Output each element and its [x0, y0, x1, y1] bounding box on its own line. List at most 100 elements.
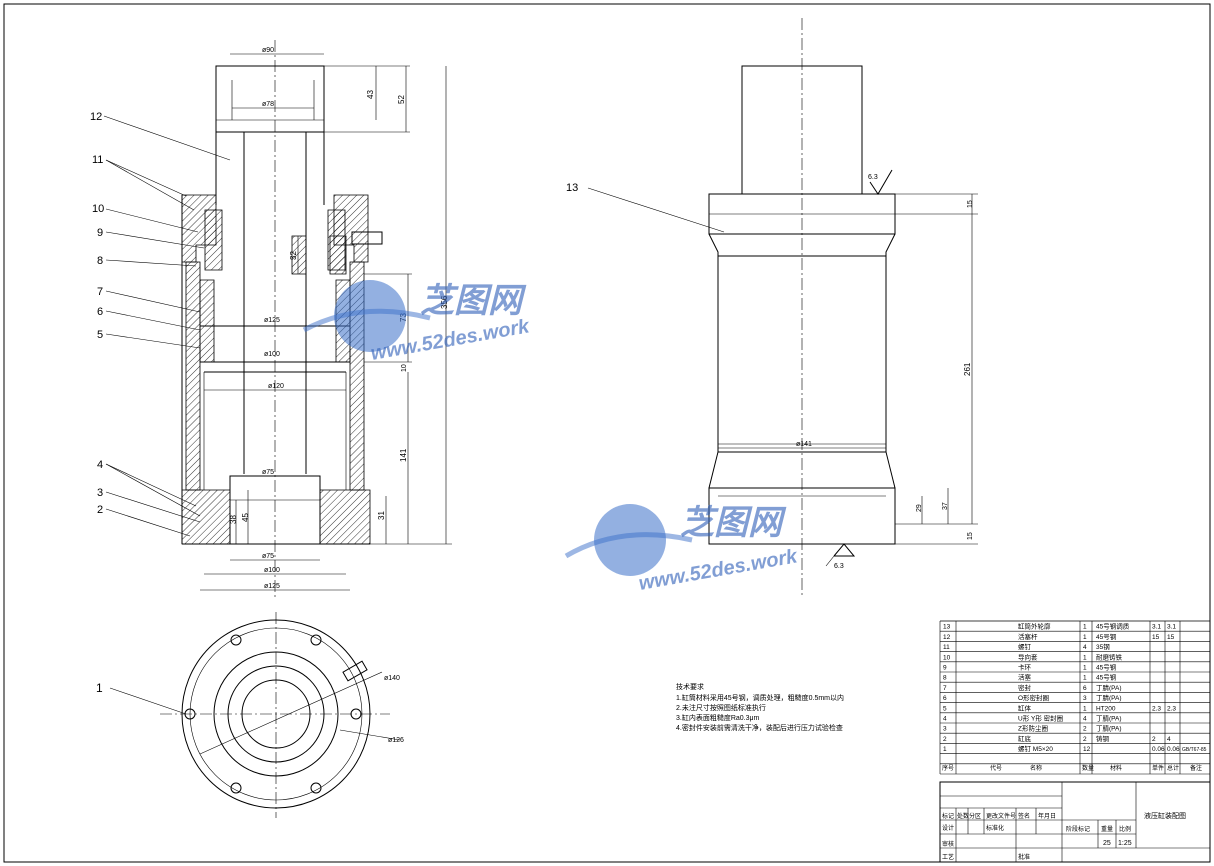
dim-top-id: ø78 — [262, 101, 274, 108]
balloon-6: 6 — [97, 306, 103, 318]
dim-141: 141 — [399, 448, 408, 462]
bom-row-material: 丁腈(PA) — [1096, 683, 1122, 692]
bom-header-cell: 数量 — [1082, 764, 1094, 772]
tb-label-std: 标准化 — [986, 824, 1004, 832]
bom-row-material: 丁腈(PA) — [1096, 724, 1122, 733]
rough-top: 6.3 — [868, 174, 878, 181]
end-view-bottom: ø140 ø126 1 — [96, 612, 404, 818]
dim-15-bottom: 15 — [967, 532, 974, 540]
bom-row-material: 丁腈(PA) — [1096, 693, 1122, 702]
section-view-left: ø90 ø78 43 52 356 32 73 10 141 ø125 ø100… — [90, 40, 452, 600]
bom-header-cell: 代号 — [990, 764, 1002, 772]
bom-row-weight-unit: 0.06 — [1152, 746, 1165, 753]
dim-bore-upper: ø125 — [264, 317, 280, 324]
bom-row-name: O形密封圈 — [1018, 693, 1049, 702]
dim-126: ø126 — [388, 737, 404, 744]
tb-label-process: 工艺 — [942, 853, 954, 861]
bom-row-name: 活塞 — [1018, 673, 1032, 682]
dim-bottom-id2: ø75 — [262, 553, 274, 560]
bom-header-cell: 序号 — [942, 764, 954, 772]
watermark-cn-1: 芝图网 — [420, 282, 527, 320]
watermark-globe-icon — [564, 504, 693, 576]
bom-header-cell: 单件 — [1152, 764, 1164, 772]
dim-140: ø140 — [384, 675, 400, 682]
watermark-globe-icon — [302, 280, 431, 352]
bom-row-name: 导向套 — [1018, 652, 1038, 661]
bom-row-no: 10 — [943, 654, 951, 661]
bom-row-material: 丁腈(PA) — [1096, 714, 1122, 723]
bom-row-name: 螺钉 M5×20 — [1018, 744, 1053, 753]
bom-row-no: 3 — [943, 726, 947, 733]
bom-row-weight-unit: 2 — [1152, 736, 1156, 743]
notes-line-4: 4.密封件安装前需清洗干净，装配后进行压力试验检查 — [676, 723, 843, 732]
watermark-2: 芝图网 www.52des.work — [564, 504, 800, 595]
outline-view-right: 15 261 29 37 15 ø141 6.3 6.3 13 — [566, 18, 978, 596]
bom-row-weight-total: 15 — [1167, 634, 1175, 641]
dim-52: 52 — [397, 95, 406, 104]
bom-header-cell: 备注 — [1190, 764, 1202, 772]
dim-37: 37 — [942, 502, 949, 510]
bom-row-qty: 1 — [1083, 705, 1087, 712]
bom-row-weight-total: 0.06 — [1167, 746, 1180, 753]
bom-row-material: 铸钢 — [1096, 734, 1110, 743]
tb-label-approve: 批准 — [1018, 853, 1030, 861]
bom-row-qty: 12 — [1083, 746, 1091, 753]
bom-row-material: 45号钢调质 — [1096, 622, 1130, 631]
technical-notes: 技术要求 1.缸筒材料采用45号钢，调质处理，粗糙度0.5mm以内 2.未注尺寸… — [676, 682, 844, 732]
bom-row-name: U形 Y形 密封圈 — [1018, 714, 1063, 723]
tb-drawing-name: 液压缸装配图 — [1144, 811, 1186, 820]
bom-row-qty: 1 — [1083, 665, 1087, 672]
bom-row-name: Z形防尘圈 — [1018, 724, 1048, 733]
bom-row-qty: 1 — [1083, 654, 1087, 661]
rough-bottom: 6.3 — [834, 563, 844, 570]
balloon-10: 10 — [92, 203, 104, 215]
bom-row-weight-unit: 2.3 — [1152, 705, 1161, 712]
bom-row-qty: 4 — [1083, 716, 1087, 723]
tb-label-date: 年月日 — [1038, 812, 1056, 820]
balloon-9: 9 — [97, 227, 103, 239]
bom-row-name: 缸体 — [1018, 703, 1032, 712]
notes-line-1: 1.缸筒材料采用45号钢，调质处理，粗糙度0.5mm以内 — [676, 693, 844, 702]
balloon-3: 3 — [97, 487, 103, 499]
tb-label-scale: 比例 — [1119, 825, 1131, 833]
bom-row-qty: 1 — [1083, 624, 1087, 631]
dim-10: 10 — [401, 364, 408, 372]
tb-label-count: 处数 — [957, 812, 969, 820]
bom-row-no: 1 — [943, 746, 947, 753]
dim-15-top: 15 — [967, 200, 974, 208]
bom-header-cell: 总计 — [1167, 764, 1179, 772]
bom-row-weight-unit: 3.1 — [1152, 624, 1161, 631]
dim-45: 45 — [241, 513, 250, 522]
bom-header-cell: 材料 — [1110, 764, 1122, 772]
dim-top-od: ø90 — [262, 47, 274, 54]
bom-row-no: 11 — [943, 644, 950, 651]
tb-label-stage: 阶段标记 — [1066, 825, 1090, 833]
bom-row-name: 活塞杆 — [1018, 632, 1038, 641]
balloon-2: 2 — [97, 504, 103, 516]
dim-dia141: ø141 — [796, 441, 812, 448]
tb-label-mark: 标记 — [942, 812, 954, 820]
bom-row-name: 密封 — [1018, 683, 1032, 692]
bom-row-no: 6 — [943, 695, 947, 702]
bom-row-no: 13 — [943, 624, 951, 631]
balloon-1: 1 — [96, 681, 103, 695]
bom-row-weight-total: 2.3 — [1167, 705, 1176, 712]
balloon-11: 11 — [92, 154, 103, 166]
dim-356: 356 — [440, 295, 449, 309]
bom-row-no: 8 — [943, 675, 947, 682]
bom-row-material: 45号钢 — [1096, 664, 1117, 672]
tb-weight-value: 25 — [1103, 840, 1111, 847]
bom-row-no: 9 — [943, 665, 947, 672]
bom-row-no: 4 — [943, 716, 947, 723]
balloon-4: 4 — [97, 459, 103, 471]
notes-line-3: 3.缸内表面粗糙度Ra0.3μm — [676, 713, 760, 722]
dim-bottom-id: ø75 — [262, 469, 274, 476]
bom-row-qty: 1 — [1083, 634, 1087, 641]
balloon-5: 5 — [97, 329, 103, 341]
bom-row-material: HT200 — [1096, 705, 1116, 712]
bom-row-qty: 1 — [1083, 675, 1087, 682]
bom-row-weight-unit: 15 — [1152, 634, 1160, 641]
bom-row-qty: 4 — [1083, 644, 1087, 651]
